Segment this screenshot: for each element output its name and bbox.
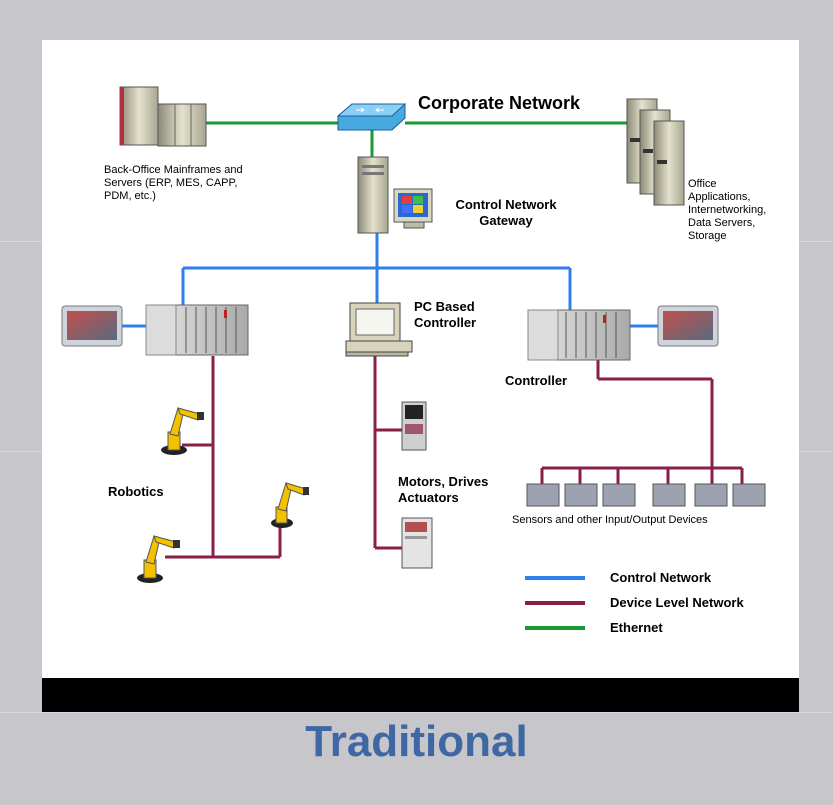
control-network-lines xyxy=(122,232,658,328)
gateway-label: Control Network Gateway xyxy=(455,197,557,228)
back-office-label: Back-Office Mainframes and Servers (ERP,… xyxy=(104,164,243,202)
motor-drive-icon xyxy=(401,517,433,569)
pc-controller-icon xyxy=(345,302,413,357)
motor-drive-icon xyxy=(401,401,427,451)
sensors-label: Sensors and other Input/Output Devices xyxy=(512,514,708,526)
pc-controller-label: PC Based Controller xyxy=(414,299,477,330)
robot-arm-icon xyxy=(271,482,309,528)
plc-rack-icon xyxy=(527,309,631,361)
device-network-lines xyxy=(165,354,744,559)
black-bar xyxy=(42,678,799,712)
hmi-panel-icon xyxy=(61,305,123,347)
network-switch-icon xyxy=(336,103,407,131)
mainframe-server-icon xyxy=(119,86,207,147)
motors-label: Motors, Drives Actuators xyxy=(398,474,489,505)
gateway-computer-icon xyxy=(357,156,433,234)
robotics-label: Robotics xyxy=(108,484,164,499)
office-apps-label: Office Applications, Internetworking, Da… xyxy=(688,178,767,242)
controller-label: Controller xyxy=(505,373,568,388)
plc-rack-icon xyxy=(145,304,249,356)
robot-arm-icon xyxy=(161,407,204,455)
page-title: Traditional xyxy=(305,717,528,766)
background-rule xyxy=(0,712,833,713)
hmi-panel-icon xyxy=(657,305,719,347)
robot-arm-icon xyxy=(137,535,180,583)
legend-device-network: Device Level Network xyxy=(610,595,744,610)
io-device-icon xyxy=(526,483,766,507)
legend-ethernet: Ethernet xyxy=(610,620,663,635)
corporate-network-label: Corporate Network xyxy=(418,93,581,113)
legend-control-network: Control Network xyxy=(610,570,712,585)
ethernet-lines xyxy=(205,121,630,158)
office-servers-icon xyxy=(626,98,685,206)
